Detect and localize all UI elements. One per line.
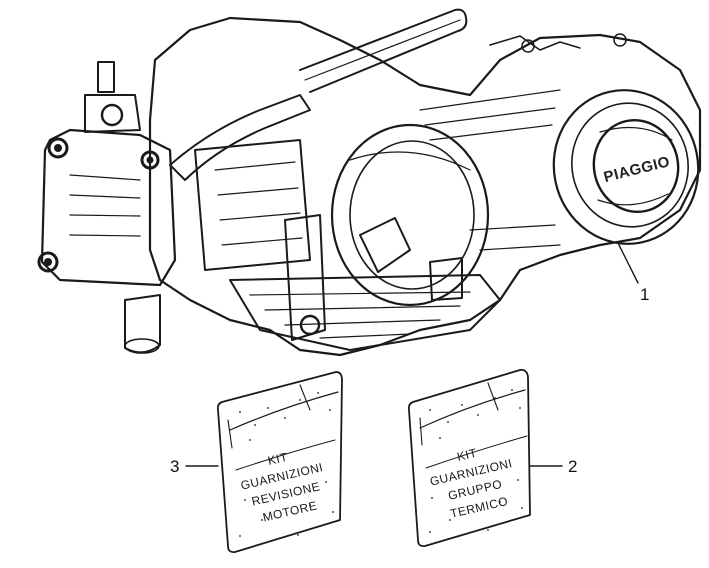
engine-block: [148, 16, 702, 357]
fan-shroud: [330, 123, 490, 307]
strut-bolt: [299, 314, 321, 336]
bag-3-texture: [239, 392, 334, 537]
callout-number-kit-3: 3: [170, 457, 179, 476]
bag-3-line-1: KIT: [266, 450, 289, 468]
brand-logo-text: PIAGGIO: [602, 153, 672, 186]
callout-engine: 1: [617, 242, 649, 304]
exhaust-tube: [299, 8, 468, 93]
engine-assembly: PIAGGIO: [37, 8, 702, 357]
engine-strut: [284, 214, 326, 341]
casing-ribs: [419, 33, 627, 251]
callout-number-engine: 1: [640, 285, 649, 304]
thermostat-fitting: [84, 61, 141, 133]
crankcase-fins: [229, 274, 501, 351]
starter-motor: [194, 139, 311, 271]
gasket-kit-bag-2: KIT GUARNIZIONI GRUPPO TERMICO 2: [407, 368, 577, 548]
callout-number-kit-2: 2: [568, 457, 577, 476]
bag-2-line-1: KIT: [456, 446, 479, 464]
oil-filter: [124, 294, 161, 354]
cvt-cover: PIAGGIO: [552, 89, 700, 245]
bag-2-texture: [429, 389, 523, 533]
coolant-hose: [169, 94, 311, 181]
cylinder-head: [37, 128, 177, 287]
gasket-kit-bag-3: KIT GUARNIZIONI REVISIONE MOTORE 3: [170, 371, 343, 554]
